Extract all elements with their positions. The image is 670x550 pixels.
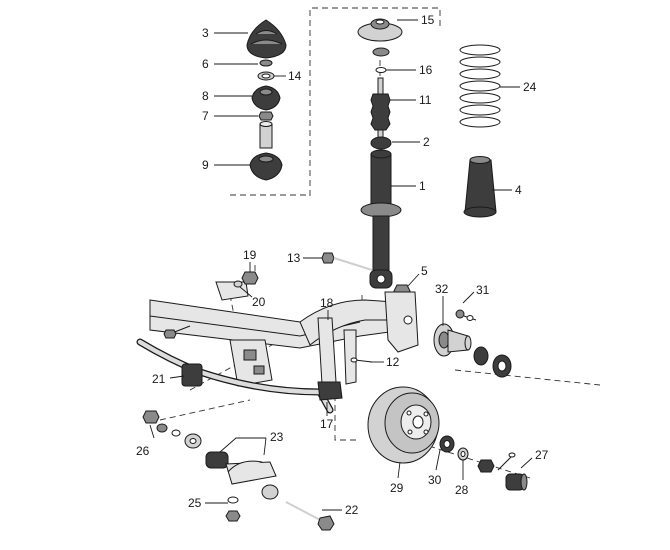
callout-12: 12 — [386, 355, 400, 369]
callout-4: 4 — [515, 183, 522, 197]
mount-bushing-part — [251, 85, 281, 111]
lower-washer-left-part — [156, 423, 168, 433]
anti-roll-bar-part — [136, 338, 343, 414]
callout-28: 28 — [455, 483, 469, 497]
bracket-clip-part — [233, 280, 243, 288]
lower-bushing-part — [205, 451, 229, 469]
dust-cap-part — [505, 473, 528, 491]
castle-nut-part — [477, 459, 495, 473]
bump-stop-part — [370, 93, 391, 131]
shock-body-part — [360, 149, 402, 289]
callout-24: 24 — [523, 80, 537, 94]
brake-drum-part — [367, 386, 440, 464]
callout-18: 18 — [320, 296, 334, 310]
small-washer-part — [227, 496, 239, 504]
shock-absorber-assembly — [357, 18, 403, 289]
callout-30: 30 — [428, 473, 442, 487]
hub-bolt-part — [455, 309, 477, 321]
ring-part — [257, 71, 275, 81]
coil-spring-part — [459, 44, 501, 128]
callout-29: 29 — [390, 481, 404, 495]
callout-2: 2 — [423, 135, 430, 149]
callout-26: 26 — [136, 444, 150, 458]
callout-7: 7 — [202, 109, 209, 123]
callout-6: 6 — [202, 57, 209, 71]
cotter-pin-part — [497, 452, 516, 471]
thrust-washer-part — [457, 447, 469, 461]
washer-part — [259, 59, 273, 67]
lower-bracket-part — [225, 460, 277, 485]
callout-17: 17 — [320, 417, 334, 431]
bracket-nut-part — [241, 271, 259, 285]
left-arm-bolt-part — [163, 325, 191, 339]
callout-25: 25 — [188, 496, 202, 510]
top-washer-part — [372, 47, 390, 57]
callout-14: 14 — [288, 69, 302, 83]
callout-21: 21 — [152, 372, 166, 386]
split-pin-part — [350, 357, 373, 363]
axle-subframe — [149, 281, 419, 387]
small-nut-part — [225, 510, 241, 522]
callout-11: 11 — [419, 93, 432, 107]
callout-31: 31 — [476, 283, 490, 297]
callout-3: 3 — [202, 26, 209, 40]
outer-hub-bearing-part — [439, 435, 455, 453]
callout-labels: 3 6 14 8 7 9 15 16 11 2 1 24 4 13 5 19 2… — [136, 13, 549, 517]
nut-part — [258, 111, 274, 121]
lower-ring-part — [171, 429, 181, 437]
circlip-part — [375, 67, 387, 73]
callout-27: 27 — [535, 448, 549, 462]
callout-20: 20 — [252, 295, 266, 309]
callout-32: 32 — [435, 282, 449, 296]
leader-lines — [149, 19, 533, 511]
callout-22: 22 — [345, 503, 359, 517]
callout-19: 19 — [243, 248, 257, 262]
callout-9: 9 — [202, 158, 209, 172]
callout-23: 23 — [270, 430, 284, 444]
spacer-tube-part — [259, 121, 273, 149]
callout-1: 1 — [419, 179, 426, 193]
rubber-buffer-part — [246, 19, 287, 59]
callout-5: 5 — [421, 264, 428, 278]
upper-mount-stack — [246, 19, 287, 181]
callout-16: 16 — [419, 63, 433, 77]
dust-boot-part — [463, 156, 497, 218]
callout-13: 13 — [287, 251, 301, 265]
lower-nut-part — [142, 410, 160, 424]
rod-bushing-part — [370, 136, 392, 150]
callout-8: 8 — [202, 89, 209, 103]
long-bolt-part — [285, 501, 335, 531]
outer-bearing-part — [492, 354, 512, 378]
top-mount-part — [357, 18, 403, 42]
inner-bearing-part — [473, 346, 489, 366]
callout-15: 15 — [421, 13, 435, 27]
stub-axle-part — [433, 323, 472, 357]
lower-flat-washer-part — [184, 433, 202, 449]
shock-bolt-part — [321, 252, 373, 271]
bolt-washer-part — [261, 484, 279, 500]
lower-mount-part — [249, 152, 283, 181]
